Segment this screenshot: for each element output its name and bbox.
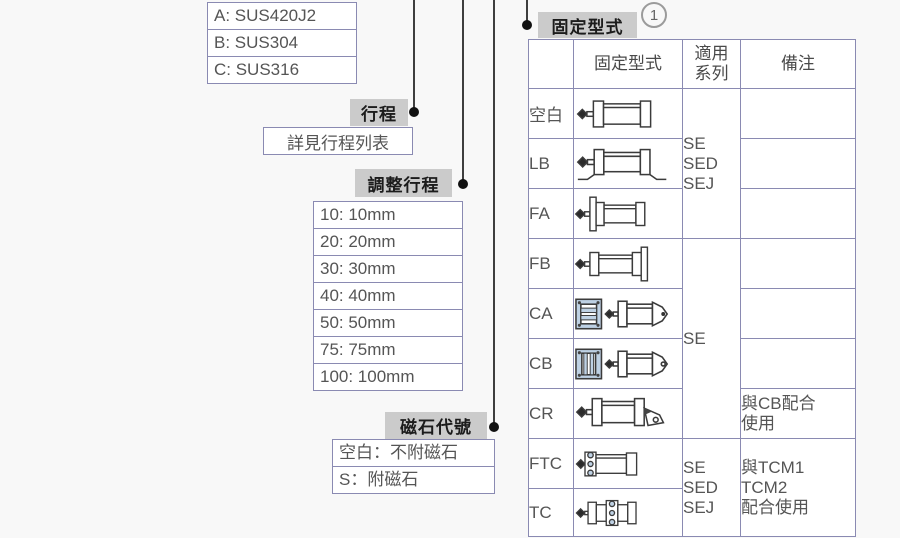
front-trunnion-icon: [575, 450, 638, 477]
mount-code: CA: [528, 288, 574, 339]
adjust-stroke-label: 調整行程: [355, 169, 452, 197]
table-row-fb: FB SE: [528, 238, 856, 439]
rear-clevis-double-icon: [575, 348, 669, 379]
table-row-tc: TC: [528, 488, 856, 537]
note-cell-cr: 與CB配合 使用: [740, 388, 856, 439]
connector-dot-stroke: [409, 107, 419, 117]
mount-code: LB: [528, 138, 574, 189]
mount-code: FB: [528, 238, 574, 289]
mounting-table: 固定型式 適用 系列 備注 空白: [528, 39, 856, 537]
mounting-header-row: 固定型式 適用 系列 備注: [528, 39, 856, 89]
mount-icon-cell: [573, 238, 683, 289]
connector-dot-adjust-stroke: [458, 179, 468, 189]
note-cell-empty: [740, 138, 856, 189]
mount-code: CB: [528, 338, 574, 389]
stroke-option-row: 75: 75mm: [314, 336, 462, 363]
table-row-cr: CR 與CB配合: [528, 388, 856, 439]
note-cell-empty: [740, 338, 856, 389]
series-group-cell: SE SED SEJ: [682, 88, 741, 239]
stroke-option-row: 10: 10mm: [320, 205, 396, 224]
rear-clevis-single-icon: [575, 298, 669, 329]
mount-code: FTC: [528, 438, 574, 489]
center-trunnion-icon: [575, 499, 637, 526]
mount-icon-cell: [573, 288, 683, 339]
stroke-detail-box: 詳見行程列表: [263, 127, 413, 155]
mount-icon-cell: [573, 188, 683, 239]
stroke-option-row: 40: 40mm: [314, 282, 462, 309]
note-cell-ftc-tc: 與TCM1 TCM2 配合使用: [740, 438, 856, 537]
footnote-number: 1: [649, 6, 659, 24]
stroke-label: 行程: [350, 99, 408, 126]
table-row-ca: CA: [528, 288, 856, 339]
mount-code: 空白: [528, 88, 574, 139]
adjust-stroke-table: 10: 10mm 20: 20mm 30: 30mm 40: 40mm 50: …: [313, 201, 463, 391]
stroke-option-row: 30: 30mm: [314, 255, 462, 282]
material-code-table: A: SUS420J2 B: SUS304 C: SUS316: [207, 2, 357, 84]
material-row: A: SUS420J2: [214, 6, 317, 25]
table-row-ftc: FTC SE SED: [528, 438, 856, 537]
basic-cylinder-icon: [576, 99, 652, 128]
note-cell-empty: [740, 238, 856, 289]
series-header-line: 適用: [694, 44, 729, 63]
stroke-option-row: 50: 50mm: [314, 309, 462, 336]
table-row-fa: FA: [528, 188, 856, 239]
magnet-option-row: S：附磁石: [333, 466, 494, 493]
series-header-line: 系列: [694, 64, 729, 83]
connector-dot-magnet: [489, 422, 499, 432]
mount-icon-cell: [573, 438, 683, 489]
mounting-header-note: 備注: [740, 39, 856, 89]
magnet-label: 磁石代號: [385, 412, 487, 439]
series-group-cell: SE SED SEJ: [682, 438, 741, 537]
magnet-table: 空白：不附磁石 S：附磁石: [332, 439, 495, 494]
series-group-cell: SE: [682, 238, 741, 439]
mount-icon-cell: [573, 138, 683, 189]
mount-code: FA: [528, 188, 574, 239]
rear-flange-icon: [574, 245, 649, 282]
note-cell-empty: [740, 288, 856, 339]
foot-bracket-icon: [576, 148, 667, 180]
stroke-option-row: 20: 20mm: [314, 228, 462, 255]
material-row: B: SUS304: [208, 29, 356, 56]
table-row-blank: 空白 SE SED SEJ: [528, 88, 856, 239]
mount-icon-cell: [573, 338, 683, 389]
magnet-option-row: 空白：不附磁石: [339, 443, 458, 462]
mount-icon-cell: [573, 388, 683, 439]
footnote-circle-1: 1: [641, 2, 667, 28]
rod-clevis-icon: [575, 397, 665, 426]
note-cell-empty: [740, 88, 856, 139]
leader-line-magnet: [493, 0, 495, 427]
mounting-header-series: 適用 系列: [682, 39, 741, 89]
mounting-header-blank: [528, 39, 574, 89]
leader-line-mounting: [526, 0, 528, 25]
mount-icon-cell: [573, 488, 683, 537]
stroke-option-row: 100: 100mm: [314, 363, 462, 390]
table-row-cb: CB: [528, 338, 856, 389]
mount-code: TC: [528, 488, 574, 537]
note-cell-empty: [740, 188, 856, 239]
mount-code: CR: [528, 388, 574, 439]
front-flange-icon: [574, 195, 646, 232]
connector-dot-mounting: [522, 20, 532, 30]
mounting-header-type: 固定型式: [573, 39, 683, 89]
mount-icon-cell: [573, 88, 683, 139]
mounting-label: 固定型式: [538, 12, 637, 38]
leader-line-adjust-stroke: [462, 0, 464, 184]
material-row: C: SUS316: [208, 56, 356, 83]
leader-line-stroke: [413, 0, 415, 112]
